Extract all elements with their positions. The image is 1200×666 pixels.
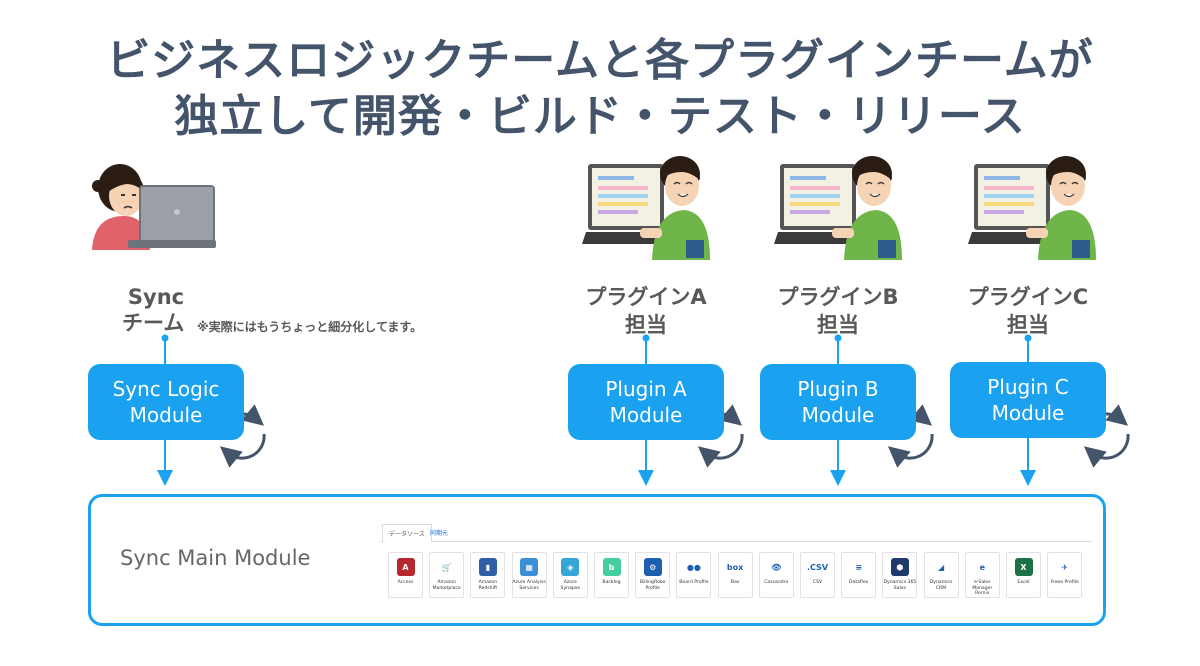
datasource-label: e-Sales Manager Remix — [972, 580, 993, 596]
datasource-label: Azure Analysis Services — [512, 580, 546, 591]
datasource-icon: box — [726, 558, 745, 576]
datasource-tile[interactable]: X Excel — [1006, 552, 1041, 598]
team-label-plugin-c: プラグインC 担当 — [948, 283, 1108, 339]
datasource-label: Dataflex — [849, 580, 869, 585]
man-at-laptop-illustration-a — [582, 156, 710, 260]
module-plugin-c: Plugin C Module — [950, 362, 1106, 438]
datasource-icon: ▦ — [520, 558, 539, 576]
datasource-label: CSV — [812, 580, 823, 585]
team-label-sync-line2: チーム — [122, 311, 185, 335]
team-label-line: 担当 — [817, 313, 859, 337]
man-at-laptop-illustration-c — [968, 155, 1097, 260]
team-label-line: 担当 — [625, 313, 667, 337]
datasource-tile[interactable]: e e-Sales Manager Remix — [964, 552, 1000, 598]
ui-tab-bar: データソース 同期元 — [380, 524, 1092, 543]
team-label-line: プラグインA — [585, 285, 707, 309]
module-label-line: Module — [129, 403, 203, 427]
datasource-icon: e — [973, 558, 992, 576]
team-label-line: プラグインC — [967, 285, 1089, 309]
datasource-icon: A — [396, 558, 415, 576]
datasource-label: Amazon Redshift — [478, 580, 498, 591]
team-label-sync: Sync — [106, 283, 206, 311]
datasource-label: Backlog — [602, 580, 621, 585]
datasource-label: Freee Profile — [1050, 580, 1079, 585]
datasource-icon: ⚙ — [643, 558, 662, 576]
datasource-tile[interactable]: 👁 Cassandra — [758, 552, 794, 598]
datasource-tile[interactable]: ▦ Azure Analysis Services — [511, 552, 547, 598]
datasource-ui-screenshot: データソース 同期元 A Access 🛒 Amazon Marketplace ▮ Am… — [380, 520, 1092, 616]
datasource-label: Dynamics CRM — [929, 580, 953, 591]
team-label-plugin-b: プラグインB 担当 — [758, 283, 918, 339]
man-at-laptop-illustration-b — [774, 155, 903, 260]
module-label-line: Plugin B — [797, 377, 879, 401]
datasource-icon: 🛒 — [437, 558, 456, 576]
datasource-label: Amazon Marketplace — [432, 580, 461, 591]
datasource-tile[interactable]: ◢ Dynamics CRM — [923, 552, 959, 598]
module-plugin-a: Plugin A Module — [568, 364, 724, 440]
datasource-icon: ✈ — [1055, 558, 1074, 576]
page-title-line-2: 独立して開発・ビルド・テスト・リリース — [174, 91, 1026, 142]
module-sync-logic: Sync Logic Module — [88, 364, 244, 440]
page-title-line-1: ビジネスロジックチームと各プラグインチームが — [106, 35, 1094, 86]
datasource-label: Cassandra — [764, 580, 789, 585]
module-label-line: Module — [609, 403, 683, 427]
datasource-icon: ▮ — [478, 558, 497, 576]
datasource-icon: 👁 — [767, 558, 786, 576]
datasource-tile[interactable]: 🛒 Amazon Marketplace — [429, 552, 465, 598]
datasource-tile[interactable]: ✈ Freee Profile — [1047, 552, 1083, 598]
tab-datasource[interactable]: データソース — [382, 524, 432, 543]
module-label-line: Module — [991, 401, 1065, 425]
datasource-label: Dynamics 365 Sales — [883, 580, 917, 591]
datasource-label: Access — [397, 580, 414, 585]
datasource-tile[interactable]: ⬢ Dynamics 365 Sales — [882, 552, 918, 598]
module-label-line: Plugin C — [987, 375, 1069, 399]
datasource-label: Box — [730, 580, 740, 585]
datasource-icon: b — [602, 558, 621, 576]
team-label-plugin-a: プラグインA 担当 — [566, 283, 726, 339]
woman-at-laptop-illustration — [92, 164, 216, 250]
datasource-icon: .CSV — [807, 558, 828, 576]
datasource-tile[interactable]: ●● Board Profile — [676, 552, 712, 598]
datasource-label: BillingRobo Profile — [639, 580, 666, 591]
datasource-icon: ●● — [684, 558, 703, 576]
datasource-tile[interactable]: ≡ Dataflex — [841, 552, 877, 598]
datasource-icon: X — [1014, 558, 1033, 576]
module-label-line: Module — [801, 403, 875, 427]
datasource-label: Excel — [1017, 580, 1030, 585]
module-label-line: Plugin A — [605, 377, 687, 401]
datasource-icon: ≡ — [849, 558, 868, 576]
tab-sync-source[interactable]: 同期元 — [430, 530, 449, 537]
team-label-line: 担当 — [1007, 313, 1049, 337]
main-module-label: Sync Main Module — [120, 546, 311, 570]
team-label-line: プラグインB — [777, 285, 899, 309]
datasource-icon: ◈ — [561, 558, 580, 576]
datasource-tile[interactable]: ▮ Amazon Redshift — [470, 552, 506, 598]
datasource-label: Board Profile — [679, 580, 709, 585]
datasource-label: Azure Synapse — [560, 580, 581, 591]
module-label-line: Sync Logic — [112, 377, 220, 401]
team-label-line: Sync — [127, 285, 185, 309]
team-note: ※実際にはもうちょっと細分化してます。 — [197, 320, 423, 334]
datasource-icon: ⬢ — [890, 558, 909, 576]
label-connector-sync — [161, 334, 169, 364]
datasource-tile[interactable]: A Access — [388, 552, 423, 598]
datasource-tile[interactable]: ◈ Azure Synapse — [552, 552, 588, 598]
module-plugin-b: Plugin B Module — [760, 364, 916, 440]
datasource-tile[interactable]: ⚙ BillingRobo Profile — [635, 552, 671, 598]
datasource-icon: ◢ — [932, 558, 951, 576]
datasource-tile[interactable]: .CSV CSV — [800, 552, 835, 598]
